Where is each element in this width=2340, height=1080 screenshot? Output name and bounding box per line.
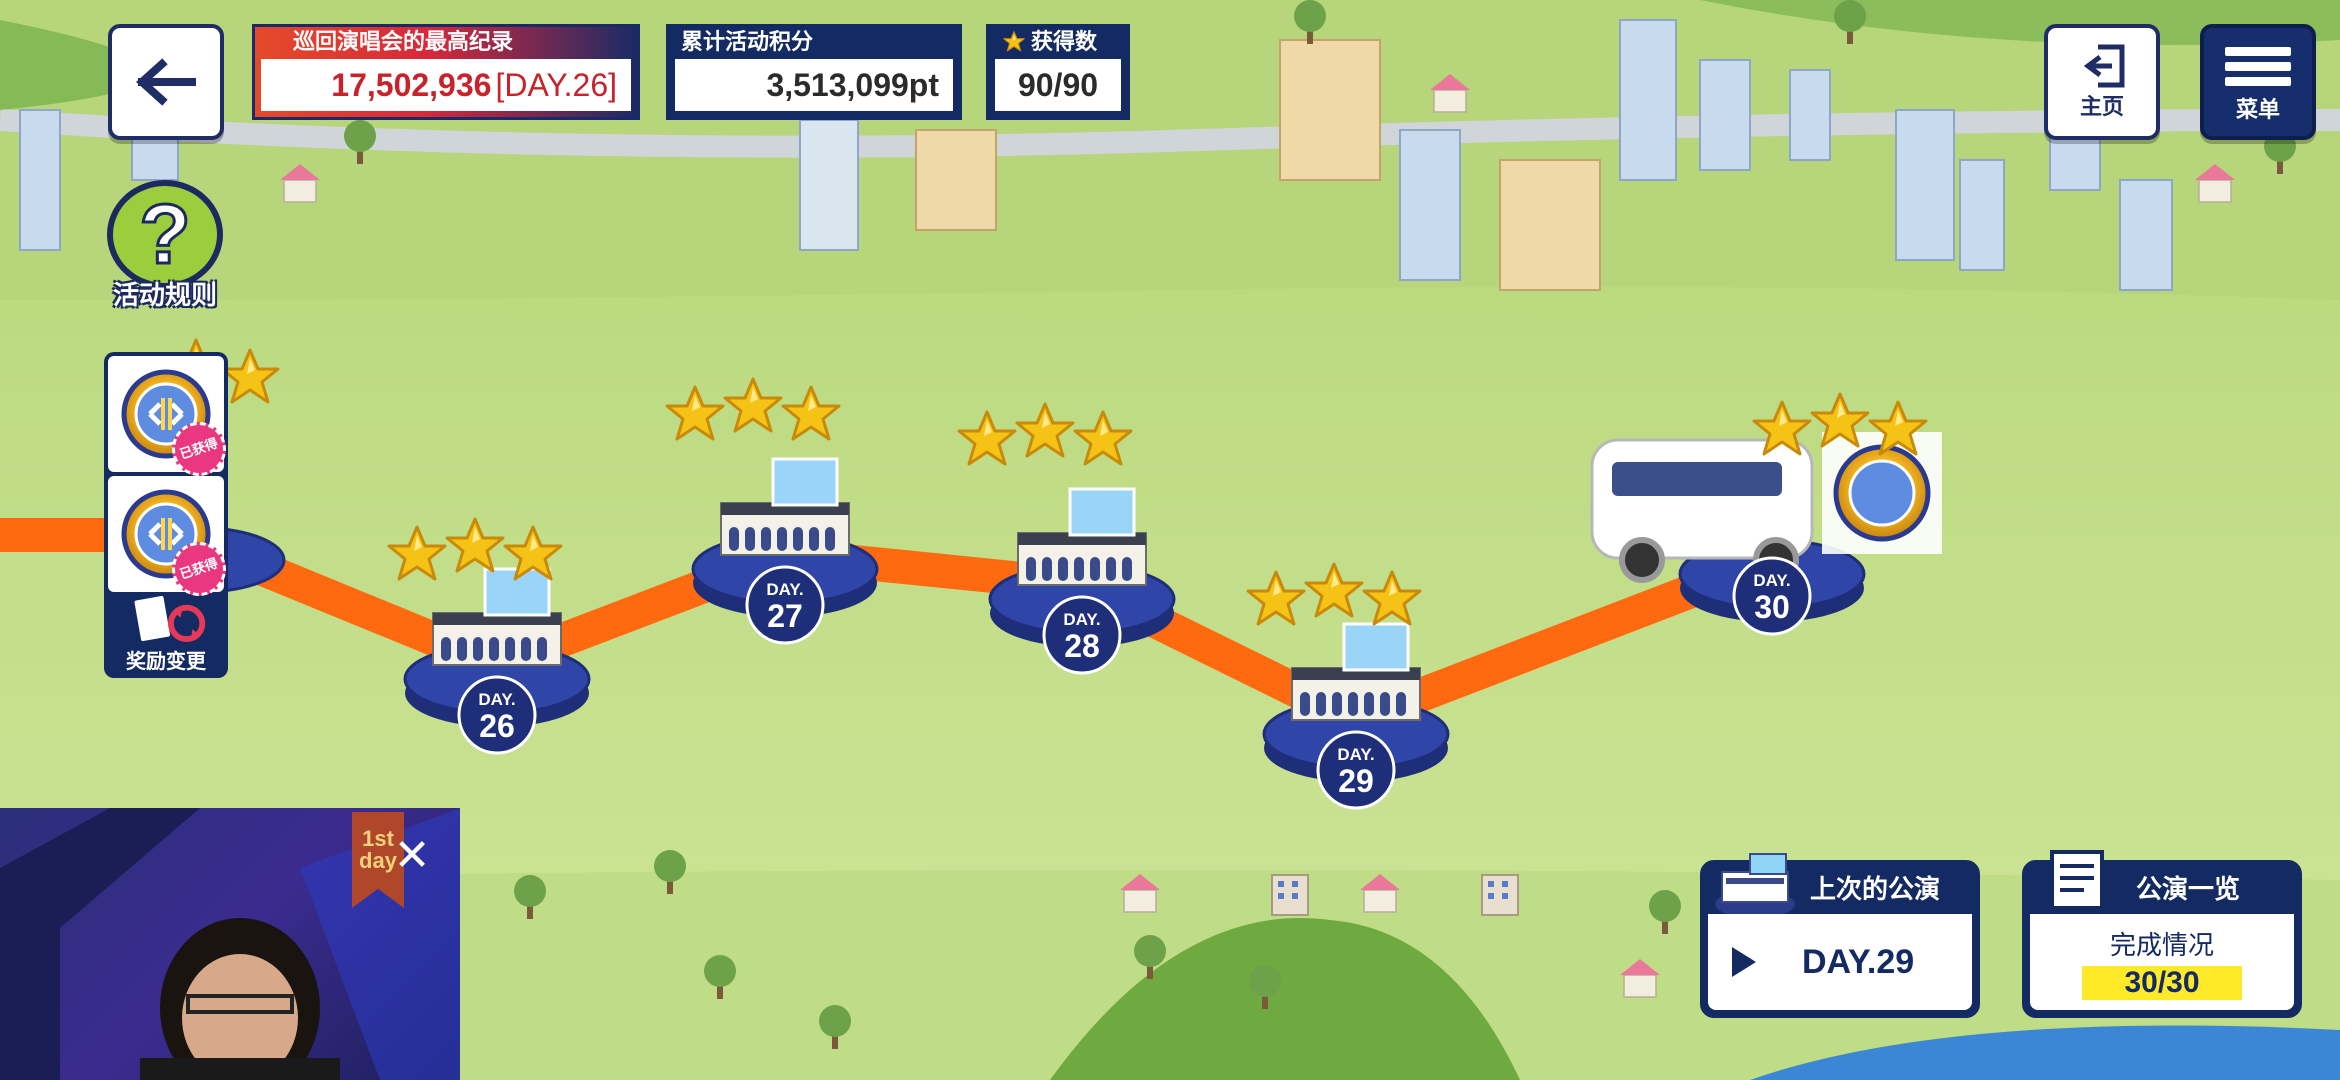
event-rules-button[interactable]: ? 活动规则 bbox=[104, 180, 226, 310]
back-button[interactable] bbox=[108, 24, 224, 140]
stage-stop-day-27[interactable]: DAY.27 bbox=[665, 377, 879, 645]
stage-stop-day-30[interactable]: DAY.30 bbox=[1590, 392, 1942, 636]
menu-button[interactable]: 菜单 bbox=[2200, 24, 2316, 140]
reward-change-label: 奖励变更 bbox=[126, 651, 206, 673]
video-overlay: 1st day ✕ bbox=[0, 808, 460, 1080]
arrow-left-icon bbox=[136, 58, 196, 106]
best-record-score: 17,502,936 bbox=[331, 66, 492, 103]
last-show-title: 上次的公演 bbox=[1809, 873, 1940, 904]
stage-stop-day-29[interactable]: DAY.29 bbox=[1246, 562, 1450, 810]
completion-value: 30/30 bbox=[2082, 965, 2242, 1000]
play-icon bbox=[1732, 947, 1756, 977]
best-record-box: 巡回演唱会的最高纪录 17,502,936 [DAY.26] bbox=[252, 24, 640, 120]
total-points-value: 3,513,099pt bbox=[675, 59, 953, 111]
stars-obtained-box: 获得数 90/90 bbox=[986, 24, 1130, 120]
stars-obtained-label: 获得数 bbox=[1031, 29, 1098, 54]
star-icon bbox=[1003, 31, 1025, 52]
day-prefix-label: DAY. bbox=[1063, 610, 1100, 629]
stage-icon bbox=[1715, 853, 1795, 918]
video-frame bbox=[0, 808, 460, 1080]
reward-change-button[interactable]: 奖励变更 bbox=[104, 594, 228, 678]
menu-label: 菜单 bbox=[2235, 96, 2280, 122]
stars-obtained-value: 90/90 bbox=[995, 59, 1121, 111]
exit-icon bbox=[2083, 44, 2125, 88]
show-list-panel[interactable]: 公演一览 完成情况 30/30 bbox=[2022, 850, 2302, 1018]
home-button[interactable]: 主页 bbox=[2044, 24, 2160, 140]
day-prefix-label: DAY. bbox=[1337, 745, 1374, 764]
reward-panel: 已获得 已获得 奖励变更 bbox=[104, 352, 228, 678]
home-label: 主页 bbox=[2079, 94, 2124, 119]
total-points-box: 累计活动积分 3,513,099pt bbox=[666, 24, 962, 120]
reward-slot[interactable]: 已获得 bbox=[108, 356, 228, 484]
total-points-label: 累计活动积分 bbox=[681, 29, 814, 54]
hamburger-icon bbox=[2225, 41, 2291, 92]
stage-stop-day-28[interactable]: DAY.28 bbox=[957, 402, 1176, 675]
question-icon: ? bbox=[107, 180, 223, 289]
day-number-label: 27 bbox=[767, 598, 803, 634]
show-list-title: 公演一览 bbox=[2135, 873, 2240, 904]
day-prefix-label: DAY. bbox=[478, 690, 515, 709]
close-icon[interactable]: ✕ bbox=[393, 831, 431, 880]
last-show-panel[interactable]: 上次的公演 DAY.29 bbox=[1700, 853, 1980, 1018]
stage-stop-day-26[interactable]: DAY.26 bbox=[387, 517, 591, 755]
day-prefix-label: DAY. bbox=[766, 580, 803, 599]
last-show-day: DAY.29 bbox=[1802, 942, 1915, 981]
best-record-label: 巡回演唱会的最高纪录 bbox=[293, 29, 514, 54]
day-number-label: 30 bbox=[1754, 589, 1790, 625]
reward-slot[interactable]: 已获得 bbox=[108, 476, 228, 604]
event-rules-label: 活动规则 bbox=[112, 280, 217, 310]
day-number-label: 28 bbox=[1064, 628, 1100, 664]
completion-label: 完成情况 bbox=[2109, 929, 2214, 960]
day-number-label: 29 bbox=[1338, 763, 1374, 799]
document-icon bbox=[2050, 850, 2104, 910]
best-record-day: [DAY.26] bbox=[495, 66, 617, 103]
card-swap-icon bbox=[130, 594, 206, 645]
best-record-value: 17,502,936 [DAY.26] bbox=[261, 59, 631, 111]
day-prefix-label: DAY. bbox=[1753, 571, 1790, 590]
day-number-label: 26 bbox=[479, 708, 515, 744]
